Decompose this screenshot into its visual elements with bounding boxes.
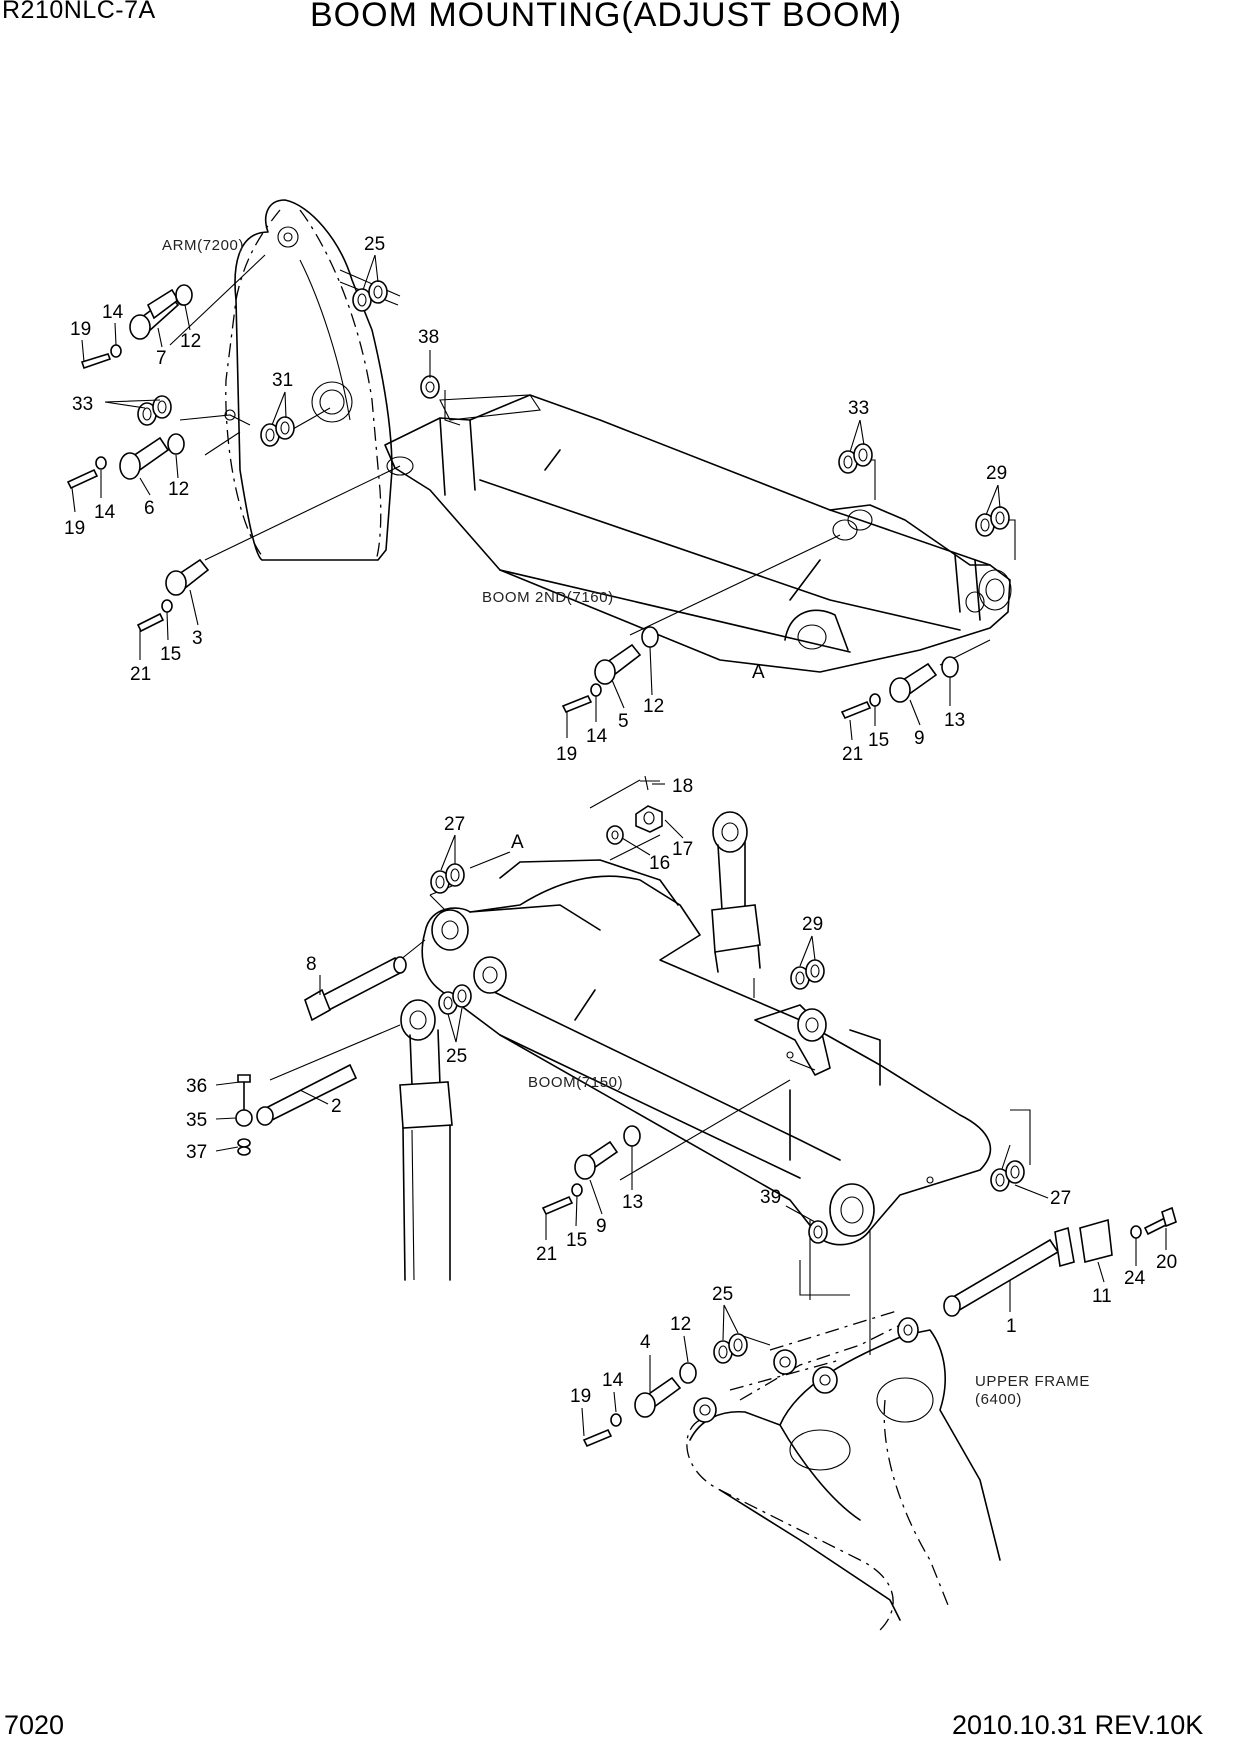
- callout-25: 25: [446, 1046, 467, 1067]
- callout-20: 20: [1156, 1252, 1177, 1273]
- callout-A: A: [511, 832, 524, 853]
- callout-21: 21: [130, 664, 151, 685]
- callout-A: A: [752, 662, 765, 683]
- callout-33: 33: [72, 394, 93, 415]
- callout-17: 17: [672, 839, 693, 860]
- callout-16: 16: [649, 853, 670, 874]
- callout-18: 18: [672, 776, 693, 797]
- callout-6: 6: [144, 498, 155, 519]
- boom-caption: BOOM(7150): [528, 1074, 623, 1091]
- model-number: R210NLC-7A: [2, 0, 156, 24]
- callout-33: 33: [848, 398, 869, 419]
- callout-12: 12: [168, 479, 189, 500]
- upper-frame-caption: UPPER FRAME: [975, 1373, 1090, 1390]
- callout-11: 11: [1092, 1286, 1112, 1307]
- callout-12: 12: [643, 696, 664, 717]
- boom-2nd-outline: [384, 394, 1012, 673]
- callout-19: 19: [64, 518, 85, 539]
- callout-14: 14: [102, 302, 124, 323]
- boom-outline: [421, 859, 992, 1246]
- callout-9: 9: [596, 1216, 607, 1237]
- callout-13: 13: [622, 1192, 643, 1213]
- callout-27: 27: [444, 814, 465, 835]
- callout-4: 4: [640, 1332, 651, 1353]
- callout-25: 25: [712, 1284, 733, 1305]
- upper-frame-code-caption: (6400): [975, 1391, 1022, 1408]
- lower-hardware: [235, 775, 1177, 1448]
- callout-14: 14: [94, 502, 116, 523]
- callout-2: 2: [331, 1096, 342, 1117]
- callout-8: 8: [306, 954, 317, 975]
- callout-29: 29: [986, 463, 1007, 484]
- page-title: BOOM MOUNTING(ADJUST BOOM): [310, 0, 903, 34]
- callout-36: 36: [186, 1076, 207, 1097]
- callout-13: 13: [944, 710, 965, 731]
- boom-cylinder-left: [399, 999, 453, 1281]
- callout-38: 38: [418, 327, 439, 348]
- boom-cylinder-right: [711, 811, 761, 998]
- callout-21: 21: [536, 1244, 557, 1265]
- arm-caption: ARM(7200): [162, 237, 244, 254]
- boom-2nd-caption: BOOM 2ND(7160): [482, 589, 614, 606]
- upper-hardware: [66, 280, 1010, 720]
- callout-9: 9: [914, 728, 925, 749]
- callout-15: 15: [160, 644, 181, 665]
- callout-29: 29: [802, 914, 823, 935]
- callout-5: 5: [618, 711, 629, 732]
- page-number: 7020: [4, 1710, 65, 1740]
- callout-labels: 25 14 19 7 12 38 33 31 33 29 12 19 14 6 …: [64, 234, 1177, 1407]
- callout-12: 12: [670, 1314, 691, 1335]
- callout-21: 21: [842, 744, 863, 765]
- callout-19: 19: [570, 1386, 591, 1407]
- callout-31: 31: [272, 370, 293, 391]
- callout-24: 24: [1124, 1268, 1146, 1289]
- arm-outline: [224, 199, 393, 561]
- callout-15: 15: [868, 730, 889, 751]
- revision-date: 2010.10.31 REV.10K: [952, 1710, 1204, 1740]
- callout-27: 27: [1050, 1188, 1071, 1209]
- callout-37: 37: [186, 1142, 207, 1163]
- callout-35: 35: [186, 1110, 207, 1131]
- callout-1: 1: [1006, 1316, 1017, 1337]
- upper-frame-outline: [686, 1309, 1001, 1631]
- callout-15: 15: [566, 1230, 587, 1251]
- callout-3: 3: [192, 628, 203, 649]
- callout-12: 12: [180, 331, 201, 352]
- callout-25: 25: [364, 234, 385, 255]
- callout-ticks: [71, 254, 1167, 1437]
- callout-19: 19: [556, 744, 577, 765]
- callout-14: 14: [602, 1370, 624, 1391]
- callout-14: 14: [586, 726, 608, 747]
- callout-19: 19: [70, 319, 91, 340]
- callout-39: 39: [760, 1187, 781, 1208]
- callout-7: 7: [156, 348, 167, 369]
